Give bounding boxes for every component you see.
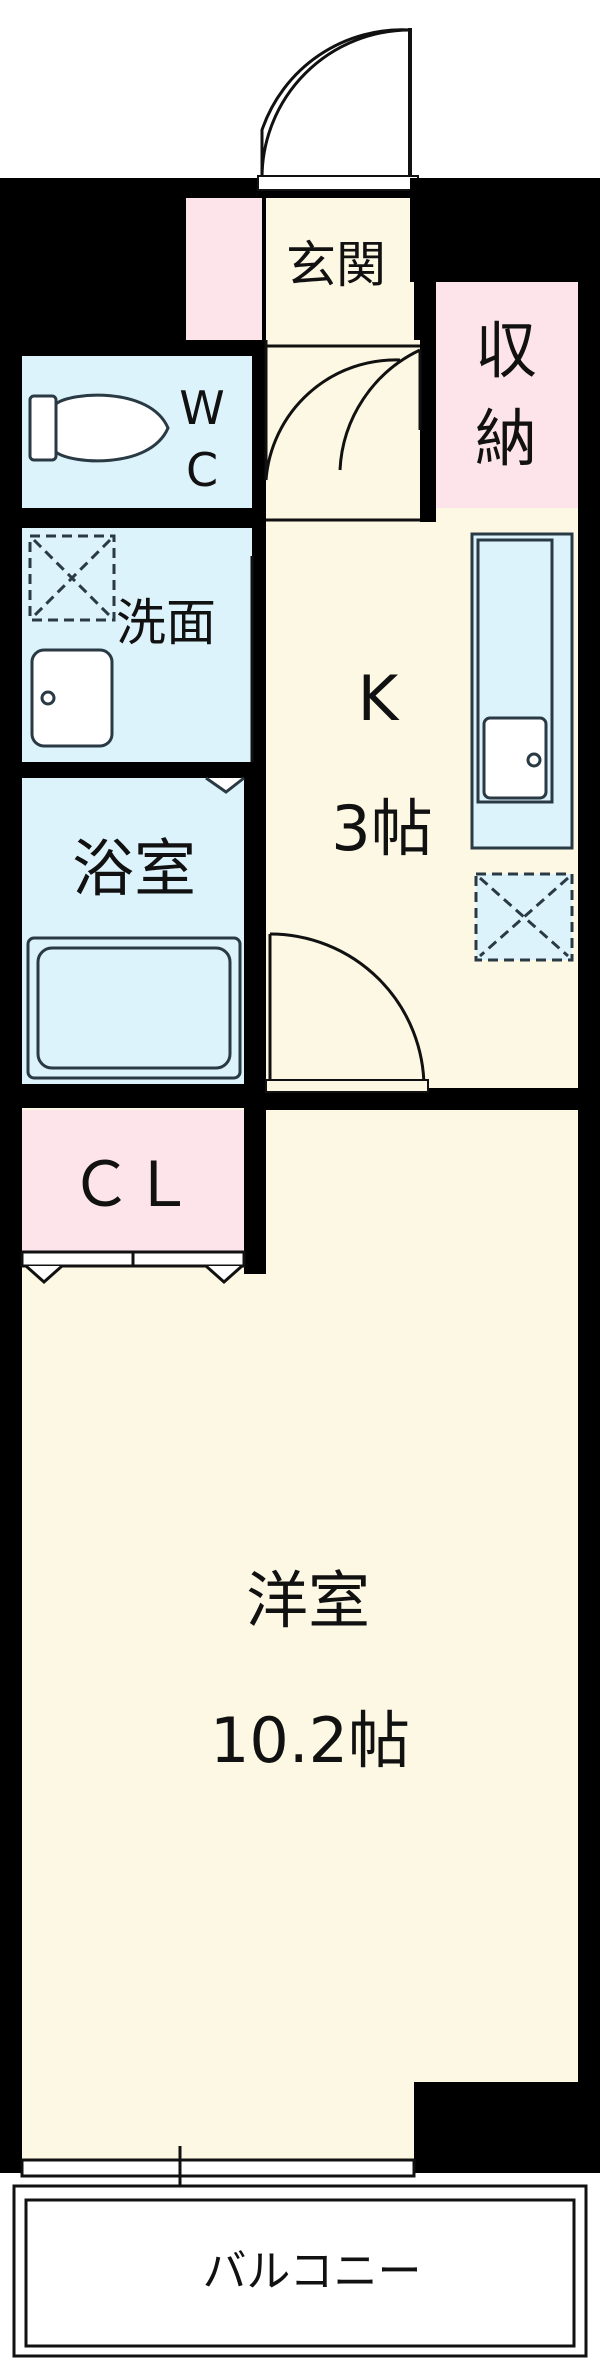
bathtub-icon [26,936,242,1080]
washroom-ventilation-icon [28,534,116,622]
entrance-threshold [257,175,419,191]
bath-label: 浴室 [72,832,196,905]
hall-floor [266,340,424,520]
balcony [12,2184,588,2358]
entrance-floor [266,198,414,346]
storage-floor [436,282,578,508]
balcony-label: バルコニー [202,2246,421,2297]
closet-floor [22,1110,244,1252]
washroom-label: 洗面 [116,594,216,652]
bath-door-marker [205,776,245,794]
western-room-door-opening [265,1079,429,1093]
hall-doors [264,340,422,481]
kitchen-counter [470,532,574,850]
entrance-label: 玄関 [286,236,386,294]
toilet-icon [28,393,170,463]
storage-label-bottom: 納 [475,402,537,475]
wc-label-w: W [179,381,224,435]
wc-label-c: C [186,443,218,497]
western-room-floor [22,1108,578,2172]
closet-label: ＣＬ [70,1148,194,1221]
entrance-door [260,28,412,180]
entrance-storage-floor [186,198,262,346]
balcony-window [20,2146,416,2190]
storage-label-top: 収 [475,314,537,387]
kitchen-name-label: K [358,662,400,735]
wash-basin-icon [30,648,114,748]
western-room-size-label: 10.2帖 [210,1704,410,1777]
kitchen-ventilation-icon [474,872,574,962]
interior-walls [22,178,600,1274]
kitchen-size-label: 3帖 [331,792,432,865]
closet-sliding-doors [20,1250,246,1285]
thin-partitions [250,344,420,762]
western-room-name-label: 洋室 [246,1564,370,1637]
column-block [414,2082,600,2172]
